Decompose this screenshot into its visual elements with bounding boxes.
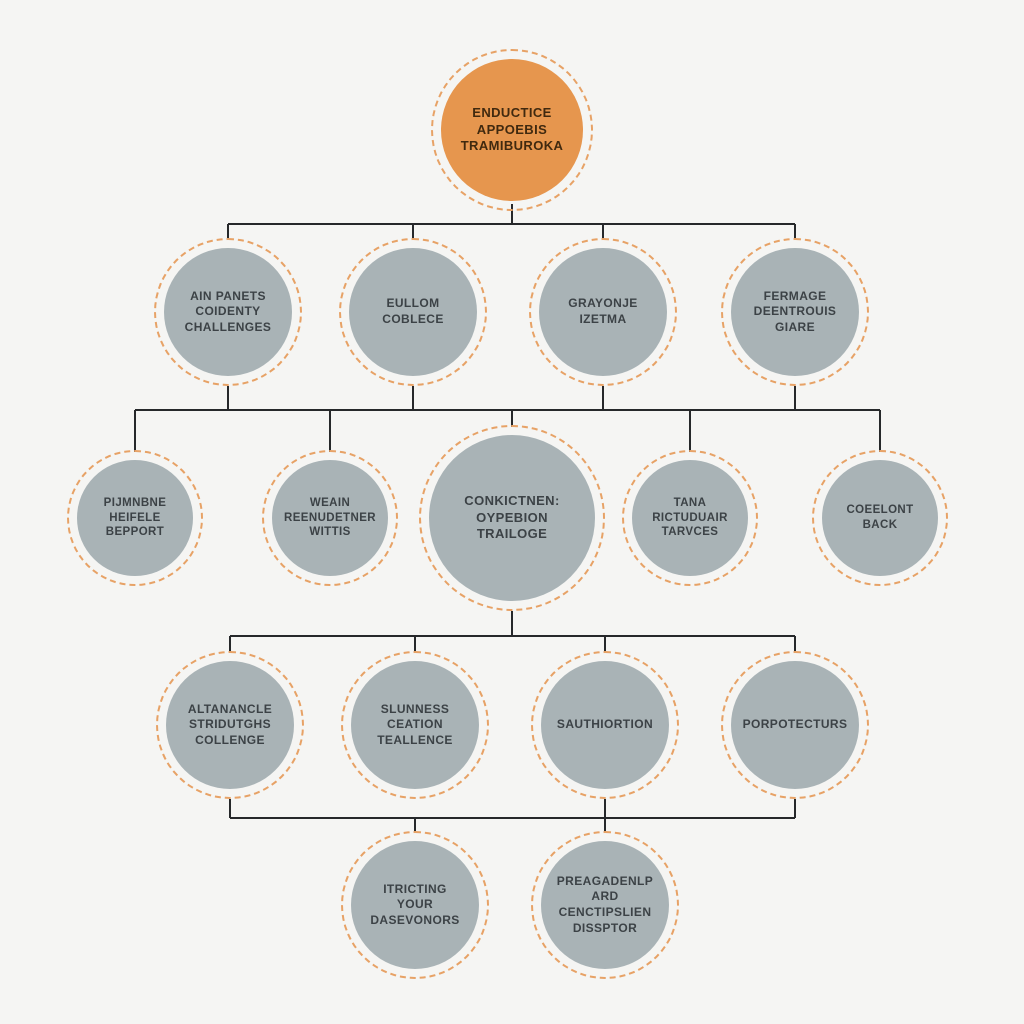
node-weain: WEAIN REENUDETNER WITTIS: [262, 450, 398, 586]
node-eullom: EULLOM COBLECE: [339, 238, 487, 386]
node-coeelont-label: COEELONT BACK: [846, 504, 914, 531]
node-eullom-label: EULLOM COBLECE: [382, 296, 444, 326]
node-itricting: ITRICTING YOUR DASEVONORS: [341, 831, 489, 979]
node-sauthiortion: SAUTHIORTION: [531, 651, 679, 799]
node-slunness-label: SLUNNESS CEATION TEALLENCE: [377, 701, 453, 747]
node-sauthiortion-label: SAUTHIORTION: [556, 717, 654, 732]
node-slunness: SLUNNESS CEATION TEALLENCE: [341, 651, 489, 799]
node-weain-label: WEAIN REENUDETNER WITTIS: [284, 496, 376, 539]
node-pijmnbne-label: PIJMNBNE HEIFELE BEPPORT: [103, 496, 167, 539]
node-grayonje: GRAYONJE IZETMA: [529, 238, 677, 386]
node-conkictnen-label: CONKICTNEN: OYPEBION TRAILOGE: [464, 492, 560, 542]
node-grayonje-label: GRAYONJE IZETMA: [568, 296, 638, 326]
node-porpotecturs-label: PORPOTECTURS: [742, 717, 848, 732]
node-root: ENDUCTICE APPOEBIS TRAMIBUROKA: [431, 49, 593, 211]
node-root-fill: ENDUCTICE APPOEBIS TRAMIBUROKA: [441, 59, 583, 201]
node-preagadenlp-label: PREAGADENLP ARD CENCTIPSLIEN DISSPTOR: [556, 873, 654, 935]
node-root-label: ENDUCTICE APPOEBIS TRAMIBUROKA: [460, 104, 564, 154]
node-pijmnbne: PIJMNBNE HEIFELE BEPPORT: [67, 450, 203, 586]
node-tana-label: TANA RICTUDUAIR TARVCES: [652, 496, 728, 539]
node-altanancle-label: ALTANANCLE STRIDUTGHS COLLENGE: [187, 701, 273, 747]
node-tana: TANA RICTUDUAIR TARVCES: [622, 450, 758, 586]
node-fermage-label: FERMAGE DEENTROUIS GIARE: [753, 288, 837, 334]
node-porpotecturs: PORPOTECTURS: [721, 651, 869, 799]
node-preagadenlp: PREAGADENLP ARD CENCTIPSLIEN DISSPTOR: [531, 831, 679, 979]
connector-path: [134, 204, 881, 833]
node-coeelont: COEELONT BACK: [812, 450, 948, 586]
node-fermage: FERMAGE DEENTROUIS GIARE: [721, 238, 869, 386]
node-conkictnen: CONKICTNEN: OYPEBION TRAILOGE: [419, 425, 605, 611]
node-ain-panets: AIN PANETS COIDENTY CHALLENGES: [154, 238, 302, 386]
node-altanancle: ALTANANCLE STRIDUTGHS COLLENGE: [156, 651, 304, 799]
node-ain-panets-label: AIN PANETS COIDENTY CHALLENGES: [184, 288, 272, 334]
node-itricting-label: ITRICTING YOUR DASEVONORS: [370, 881, 460, 927]
